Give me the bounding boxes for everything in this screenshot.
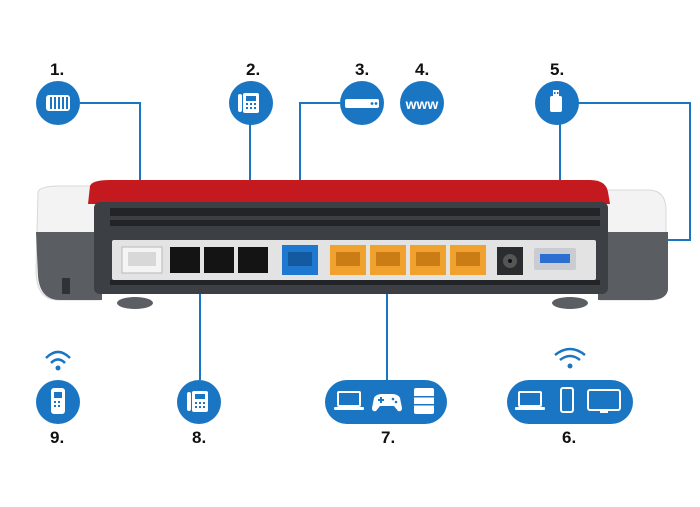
lan-port-2 xyxy=(370,245,406,275)
router-foot-left xyxy=(117,297,153,309)
label-number-8: 8. xyxy=(192,428,207,447)
modem-icon xyxy=(340,81,384,125)
power-port xyxy=(497,247,523,275)
wan-port xyxy=(282,245,318,275)
label-number-5: 5. xyxy=(550,60,565,79)
desk-phone-icon xyxy=(229,81,273,125)
laptop-icon xyxy=(334,391,364,410)
analog-phone-icon xyxy=(177,380,221,424)
line-5 xyxy=(574,102,691,241)
lan-port-3 xyxy=(410,245,446,275)
smartphone-icon xyxy=(560,387,574,413)
label-number-2: 2. xyxy=(246,60,261,79)
fon-port-3 xyxy=(238,247,268,273)
wifi-icon xyxy=(554,347,586,369)
usb-stick-icon xyxy=(535,81,579,125)
router-foot-right xyxy=(552,297,588,309)
laptop-icon xyxy=(515,391,545,410)
lan-port-4 xyxy=(450,245,486,275)
fon-port-2 xyxy=(204,247,234,273)
usb-port xyxy=(534,248,576,270)
wifi-devices-group-icon xyxy=(507,347,633,424)
label-number-6: 6. xyxy=(562,428,577,447)
gamepad-icon xyxy=(372,394,402,412)
label-number-7: 7. xyxy=(381,428,396,447)
lan-devices-group-icon xyxy=(325,380,447,424)
router-vents-bottom xyxy=(110,280,600,285)
router-hook xyxy=(62,278,70,294)
www-label: www xyxy=(405,96,439,112)
router xyxy=(35,180,668,309)
lan-port-1 xyxy=(330,245,366,275)
router-left-side xyxy=(36,232,102,300)
dsl-port xyxy=(121,246,163,274)
label-number-3: 3. xyxy=(355,60,370,79)
router-top-red xyxy=(88,180,610,204)
dsl-splitter-icon xyxy=(36,81,80,125)
www-icon: www xyxy=(400,81,444,125)
fon-port-1 xyxy=(170,247,200,273)
label-number-1: 1. xyxy=(50,60,65,79)
nas-server-icon xyxy=(414,388,434,414)
label-number-4: 4. xyxy=(415,60,430,79)
router-right-side xyxy=(598,232,668,300)
label-number-9: 9. xyxy=(50,428,65,447)
dect-phone-icon xyxy=(36,350,80,424)
monitor-icon xyxy=(587,389,621,413)
router-vents-top xyxy=(110,208,600,226)
